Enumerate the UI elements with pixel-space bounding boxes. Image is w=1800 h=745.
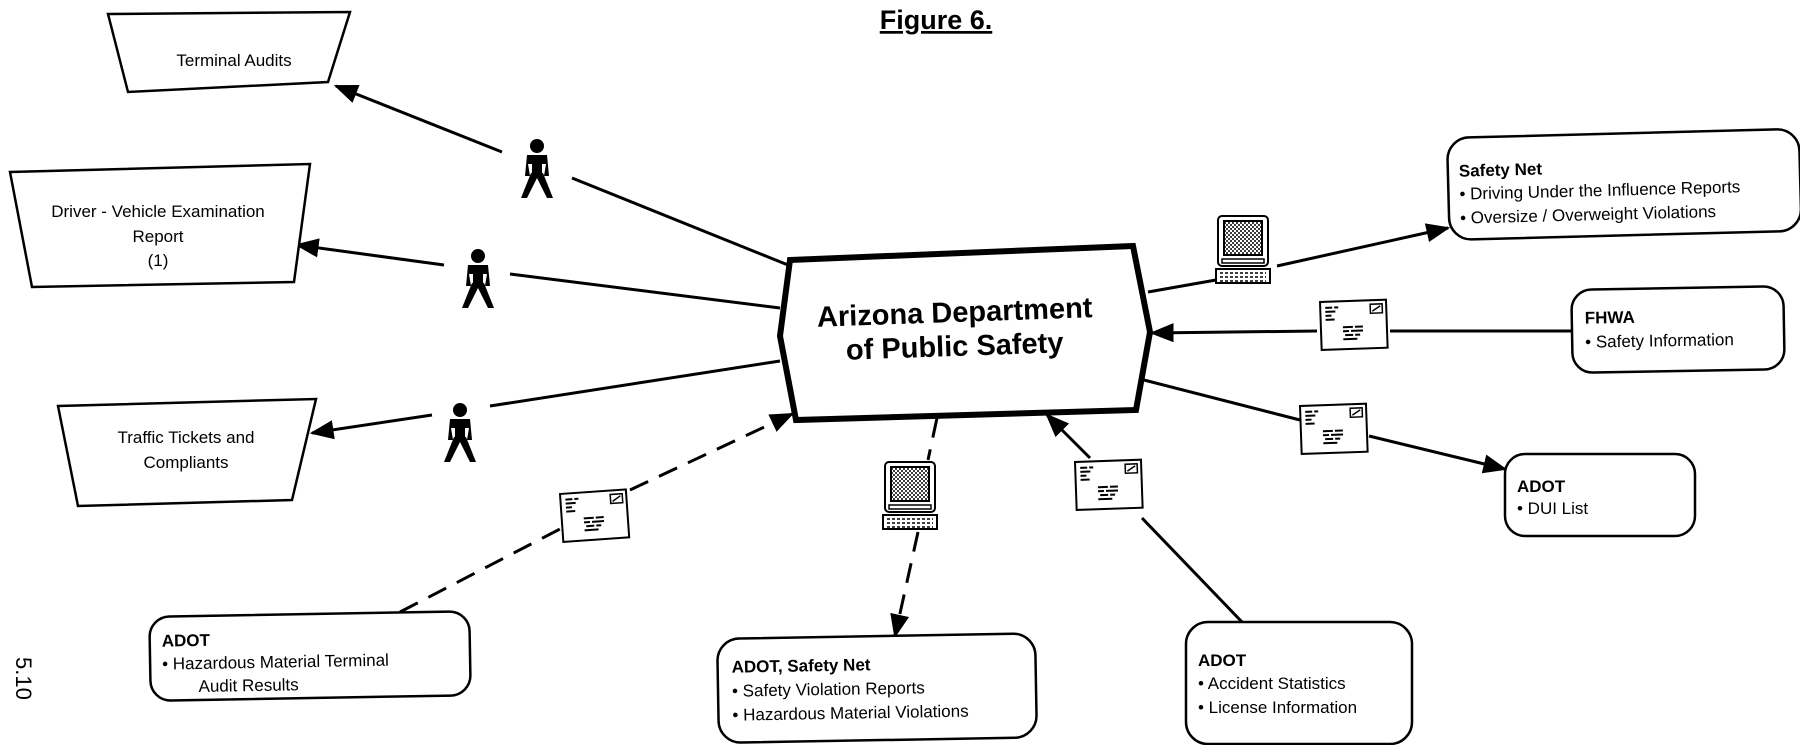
- trapezoid-label: Compliants: [143, 453, 228, 472]
- connector-traffic-tickets-arrow: [309, 413, 433, 440]
- trapezoid-traffic-tickets: Traffic Tickets and Compliants: [56, 397, 318, 508]
- trapezoid-label: (1): [148, 251, 169, 270]
- person-icon: [521, 139, 553, 198]
- connector-adot-hazmat: [399, 526, 563, 614]
- connector-adot-safety-net-arrow: [890, 531, 920, 639]
- trapezoid-label: Driver - Vehicle Examination: [51, 202, 265, 221]
- trapezoid-label: Report: [132, 227, 183, 246]
- connector-traffic-tickets: [489, 359, 781, 408]
- connector-driver-vehicle: [509, 272, 781, 310]
- connector-safety-net-arrow: [1276, 223, 1451, 268]
- person-icon: [444, 403, 476, 462]
- box-item: Audit Results: [198, 675, 298, 696]
- computer-icon: [1215, 215, 1271, 284]
- trapezoid-label: Traffic Tickets and: [118, 428, 255, 447]
- connector-fhwa-arrow: [1149, 323, 1318, 343]
- envelope-icon: [1074, 458, 1144, 511]
- box-adot-dui: ADOT • DUI List: [1503, 452, 1697, 538]
- box-item: • Hazardous Material Violations: [732, 702, 968, 725]
- figure-title: Figure 6.: [880, 5, 993, 35]
- box-adot-hazmat: ADOT • Hazardous Material Terminal Audit…: [148, 610, 472, 702]
- box-item: • Hazardous Material Terminal: [162, 651, 389, 674]
- envelope-icon: [1299, 402, 1369, 455]
- person-icon: [462, 249, 494, 308]
- envelope-icon: [1319, 298, 1389, 351]
- center-node: [776, 242, 1154, 424]
- connector-adot-accident-arrow: [1045, 413, 1092, 460]
- box-item: • DUI List: [1517, 499, 1588, 518]
- box-title: ADOT, Safety Net: [731, 655, 871, 676]
- box-item: • License Information: [1198, 698, 1357, 717]
- box-item: • Safety Violation Reports: [732, 678, 925, 700]
- connector-safety-net: [1147, 278, 1217, 294]
- connector-adot-safety-net: [926, 417, 939, 461]
- connector-driver-vehicle-arrow: [294, 238, 445, 267]
- box-adot-accident: ADOT • Accident Statistics • License Inf…: [1184, 620, 1414, 745]
- connector-adot-dui-arrow: [1368, 434, 1508, 474]
- trapezoid-label: Terminal Audits: [176, 51, 291, 70]
- box-title: ADOT: [162, 631, 211, 651]
- box-safety-net: Safety Net • Driving Under the Influence…: [1446, 128, 1800, 241]
- trapezoid-terminal-audits: Terminal Audits: [106, 10, 352, 94]
- envelope-icon: [559, 488, 631, 543]
- box-title: FHWA: [1585, 308, 1635, 328]
- page-number: 5.10: [11, 657, 36, 700]
- box-title: Safety Net: [1459, 160, 1543, 181]
- connector-terminal-audits-arrow: [333, 84, 503, 154]
- box-title: ADOT: [1517, 477, 1566, 496]
- computer-icon: [882, 461, 938, 530]
- connector-adot-dui: [1143, 378, 1301, 422]
- box-adot-safety-net: ADOT, Safety Net • Safety Violation Repo…: [716, 632, 1038, 744]
- box-item: • Safety Information: [1585, 330, 1734, 352]
- connector-terminal-audits: [571, 176, 789, 267]
- box-item: • Accident Statistics: [1198, 674, 1346, 693]
- connector-adot-hazmat-arrow: [629, 412, 795, 492]
- center-line-2: of Public Safety: [845, 327, 1064, 367]
- box-title: ADOT: [1198, 651, 1247, 670]
- trapezoid-driver-vehicle: Driver - Vehicle Examination Report (1): [8, 162, 312, 289]
- box-fhwa: FHWA • Safety Information: [1570, 285, 1786, 374]
- connector-adot-accident: [1140, 516, 1244, 624]
